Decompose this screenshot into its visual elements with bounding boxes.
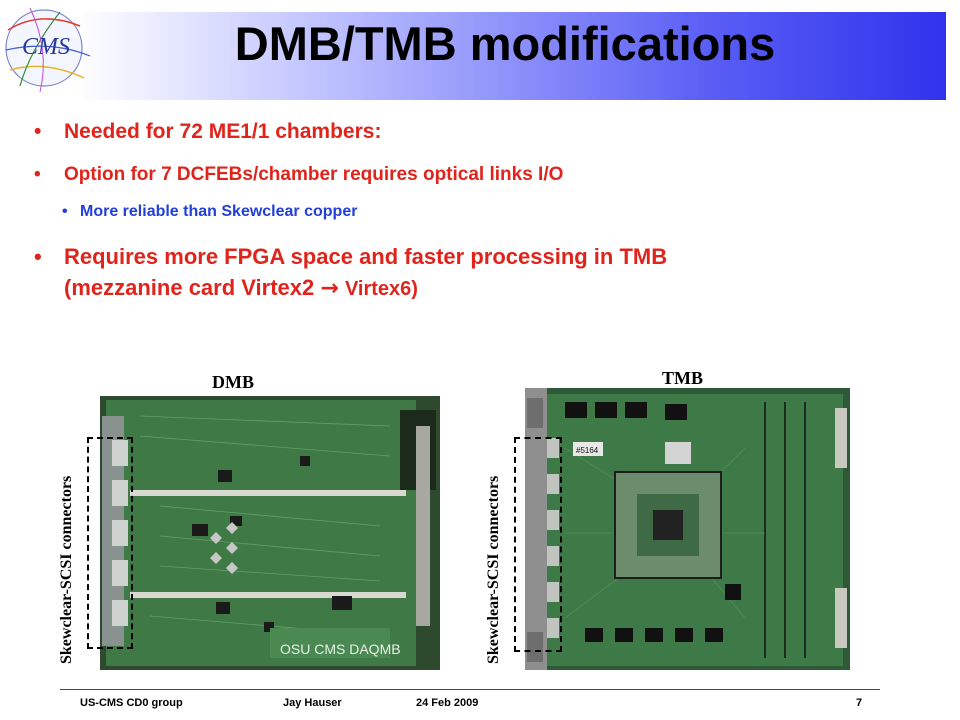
bullet-dot: • — [34, 164, 41, 185]
bullet-4-line1: Requires more FPGA space and faster proc… — [64, 244, 668, 269]
bullet-2-text: Option for 7 DCFEBs/chamber requires opt… — [64, 164, 564, 185]
svg-text:CMS: CMS — [22, 34, 70, 60]
title-bar — [0, 12, 946, 100]
tmb-board-tag: #5164 — [576, 446, 599, 455]
bullet-4: • Requires more FPGA space and faster pr… — [34, 241, 914, 305]
connector-label-right: Skewclear-SCSI connectors — [485, 475, 502, 664]
connector-highlight-dmb — [87, 437, 133, 649]
cms-logo: CMS — [5, 7, 91, 93]
dmb-board-text: OSU CMS DAQMB — [280, 641, 401, 657]
bullet-dot: • — [34, 120, 42, 143]
bullet-2: • Option for 7 DCFEBs/chamber requires o… — [34, 164, 564, 186]
connector-label-left: Skewclear-SCSI connectors — [58, 475, 75, 664]
sub-bullet: • More reliable than Skewclear copper — [62, 203, 358, 221]
bullet-1-text: Needed for 72 ME1/1 chambers: — [64, 120, 382, 143]
bullet-4-line2-start: (mezzanine card Virtex2 — [64, 275, 321, 300]
dmb-board-photo: OSU CMS DAQMB — [100, 396, 440, 670]
bullet-1: • Needed for 72 ME1/1 chambers: — [34, 120, 382, 144]
footer-group: US-CMS CD0 group — [80, 697, 183, 709]
footer-date: 24 Feb 2009 — [416, 697, 479, 709]
footer-author: Jay Hauser — [283, 697, 342, 709]
bullet-dot: • — [62, 203, 68, 220]
tmb-label: TMB — [662, 368, 704, 388]
footer-divider — [60, 689, 880, 690]
dmb-label: DMB — [212, 372, 254, 392]
sub-bullet-text: More reliable than Skewclear copper — [80, 203, 358, 220]
bullet-4-line2-end: Virtex6) — [344, 278, 418, 300]
slide-title: DMB/TMB modifications — [234, 17, 776, 70]
footer-page-number: 7 — [856, 697, 863, 709]
tmb-board-photo: #5164 — [525, 388, 850, 670]
connector-highlight-tmb — [514, 437, 562, 652]
bullet-dot: • — [34, 244, 42, 269]
arrow-right-icon: → — [320, 276, 339, 301]
